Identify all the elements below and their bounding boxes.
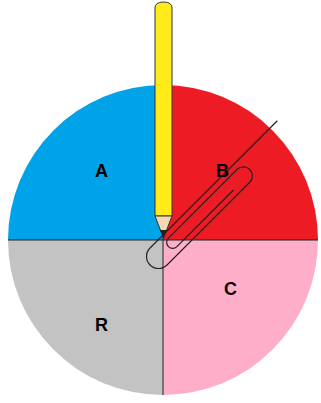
paperclip-wire [142, 159, 257, 274]
red-sector [163, 85, 318, 240]
gray-sector [8, 240, 163, 395]
sector-label-box: R [91, 314, 112, 338]
sector-letter: R [95, 316, 108, 336]
sector-label-box: A [91, 160, 112, 184]
paperclip-wire [150, 121, 277, 248]
pencil-body [155, 2, 172, 216]
sector-letter: A [95, 162, 108, 182]
pink-sector [163, 240, 318, 395]
sector-label-box: C [220, 278, 241, 302]
sector-letter: C [224, 280, 237, 300]
blue-sector [8, 85, 163, 240]
sector-letter: B [216, 162, 229, 182]
sector-label-box: B [212, 160, 233, 184]
paperclip [142, 121, 295, 274]
